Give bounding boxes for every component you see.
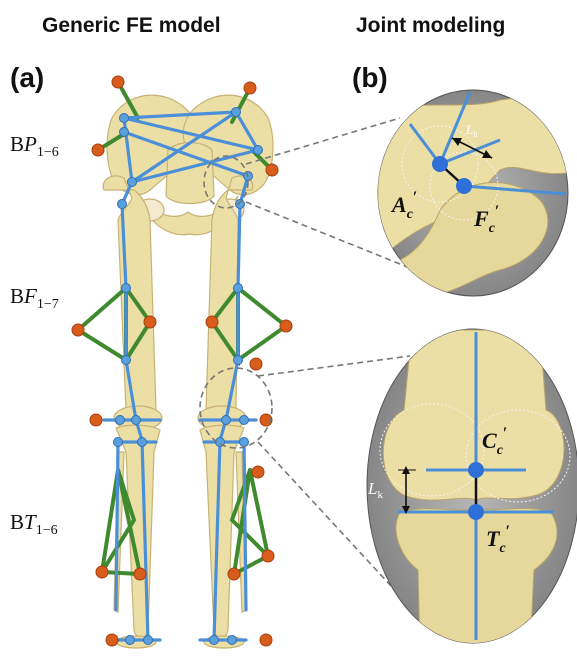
knee-inset: Lk Cc′ Tc′ (367, 329, 577, 650)
hip-inset: Lh Ac′ Fc′ (378, 90, 577, 296)
